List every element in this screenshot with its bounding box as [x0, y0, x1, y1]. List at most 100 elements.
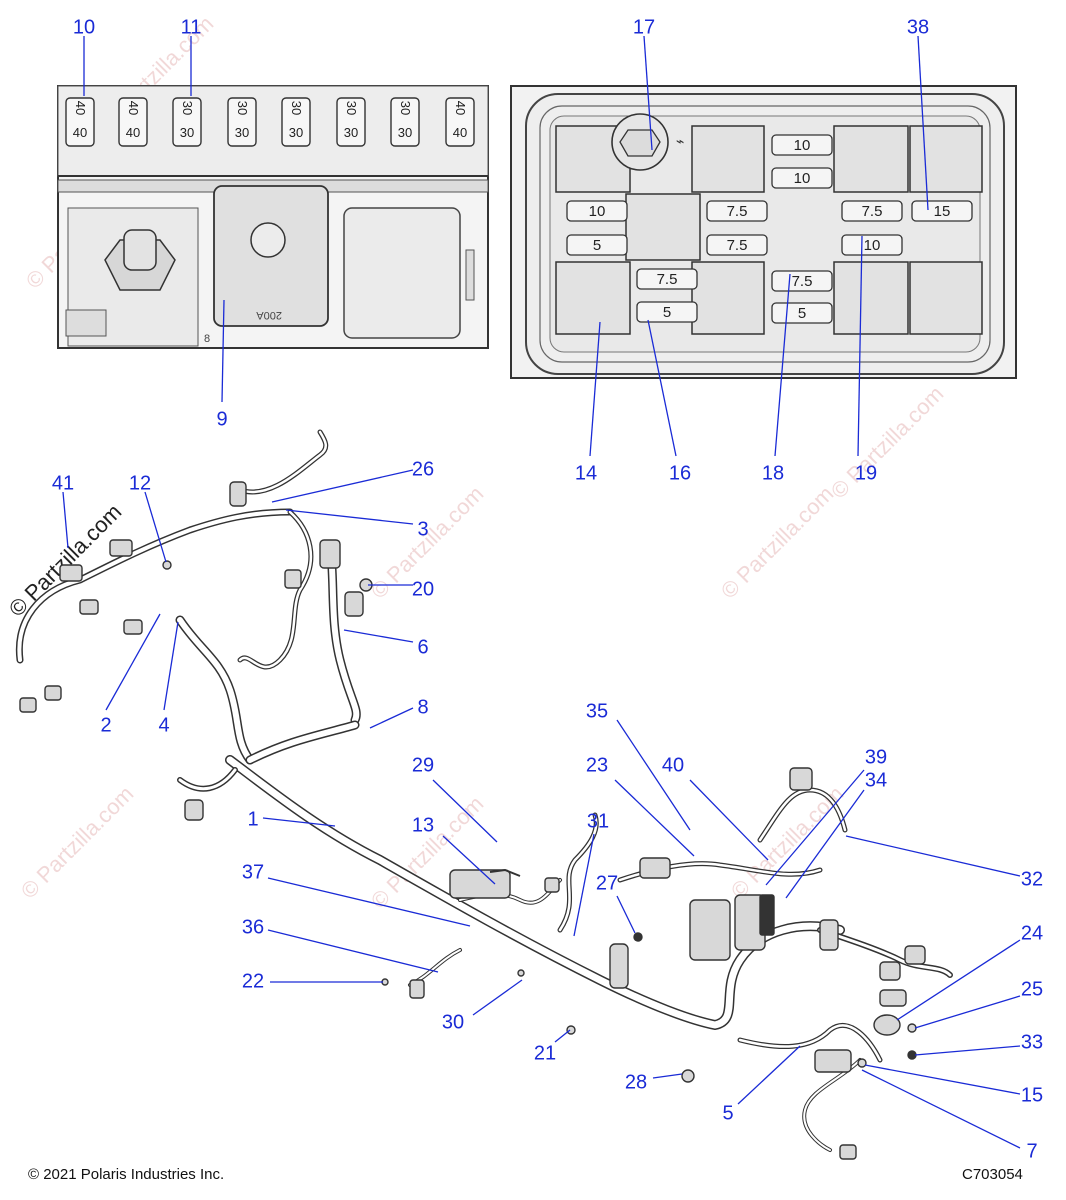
leader-line: [737, 1045, 801, 1105]
callout-30: 30: [442, 979, 523, 1033]
callout-14: 14: [575, 321, 601, 484]
callout-number: 20: [412, 578, 434, 600]
fuse-rating-rotated: 30: [235, 101, 250, 115]
callout-22: 22: [242, 970, 383, 992]
callout-number: 33: [1021, 1031, 1043, 1053]
leader-line: [689, 779, 769, 861]
callout-28: 28: [625, 1071, 683, 1093]
fuse-rating: 5: [663, 304, 671, 321]
callout-2: 2: [100, 613, 161, 736]
mini-fuse: 7.5: [771, 270, 833, 292]
leader-line: [917, 35, 929, 211]
callout-23: 23: [586, 754, 695, 857]
callout-20: 20: [368, 578, 434, 600]
callout-38: 38: [907, 16, 929, 211]
leader-line: [432, 779, 498, 843]
callout-32: 32: [845, 835, 1043, 890]
fuse-rating: 30: [289, 125, 303, 140]
callout-34: 34: [785, 769, 887, 899]
callout-number: 21: [534, 1042, 556, 1064]
small-mark: 8: [204, 333, 210, 345]
callout-number: 32: [1021, 868, 1043, 890]
mini-fuse: 7.5: [636, 268, 698, 290]
callout-29: 29: [412, 754, 498, 843]
callout-18: 18: [762, 273, 791, 484]
callout-number: 9: [216, 408, 227, 430]
leader-line: [785, 789, 865, 899]
callout-15: 15: [864, 1064, 1043, 1106]
callout-number: 14: [575, 462, 597, 484]
callout-24: 24: [896, 922, 1043, 1021]
leader-line: [271, 469, 414, 503]
callout-number: 26: [412, 458, 434, 480]
callout-number: 31: [587, 810, 609, 832]
leader-line: [861, 1069, 1021, 1149]
callout-4: 4: [158, 621, 179, 736]
callout-8: 8: [369, 696, 429, 729]
callout-number: 2: [100, 714, 111, 736]
callout-16: 16: [647, 319, 691, 484]
fuse-rating: 7.5: [657, 271, 678, 288]
mini-fuse: 10: [566, 200, 628, 222]
callout-26: 26: [271, 458, 434, 503]
fuse-rating-rotated: 40: [453, 101, 468, 115]
callout-number: 25: [1021, 978, 1043, 1000]
callout-number: 39: [865, 746, 887, 768]
fuse-rating: 30: [235, 125, 249, 140]
fuse-rating: 5: [593, 237, 601, 254]
watermark: © Partzilla.com: [826, 381, 949, 504]
leader-line: [614, 779, 695, 857]
leader-line: [343, 629, 414, 643]
callout-number: 15: [1021, 1084, 1043, 1106]
callout-13: 13: [412, 814, 496, 885]
leader-line: [857, 235, 863, 457]
leader-line: [554, 1029, 571, 1043]
callout-number: 8: [417, 696, 428, 718]
relay-blocks: [555, 125, 983, 335]
callout-number: 38: [907, 16, 929, 38]
callout-17: 17: [633, 16, 655, 151]
mini-fuse: 7.5: [841, 200, 903, 222]
leader-line: [105, 613, 161, 711]
mini-fuse: 10: [771, 167, 833, 189]
leader-line: [62, 491, 69, 549]
leader-line: [616, 895, 636, 934]
mini-fuse: 5: [771, 302, 833, 324]
fuse-rating-rotated: 30: [344, 101, 359, 115]
callout-number: 37: [242, 861, 264, 883]
fuse-rating: 7.5: [862, 203, 883, 220]
callout-number: 22: [242, 970, 264, 992]
callout-6: 6: [343, 629, 429, 658]
mini-fuse: 7.5: [706, 200, 768, 222]
callout-number: 10: [73, 16, 95, 38]
callout-number: 6: [417, 636, 428, 658]
leader-line: [285, 509, 414, 525]
leader-line: [845, 835, 1021, 877]
callout-number: 28: [625, 1071, 647, 1093]
copyright-text: © 2021 Polaris Industries Inc.: [28, 1166, 225, 1183]
mini-fuse: 30 30: [227, 97, 257, 147]
leader-line: [643, 35, 653, 151]
callout-number: 12: [129, 472, 151, 494]
callout-41: 41: [52, 472, 74, 549]
callout-number: 17: [633, 16, 655, 38]
fuse-rating: 7.5: [727, 203, 748, 220]
fuse-rating-rotated: 40: [73, 101, 88, 115]
callout-number: 5: [722, 1102, 733, 1124]
leader-line: [163, 621, 179, 711]
callout-37: 37: [242, 861, 471, 927]
callout-5: 5: [722, 1045, 801, 1124]
leader-line: [221, 299, 225, 403]
fuse-rating: 10: [864, 237, 881, 254]
callout-3: 3: [285, 509, 429, 540]
mini-fuse: 5: [566, 234, 628, 256]
fuse-rating-rotated: 40: [126, 101, 141, 115]
leader-line: [914, 995, 1021, 1029]
leader-line: [864, 1064, 1021, 1095]
